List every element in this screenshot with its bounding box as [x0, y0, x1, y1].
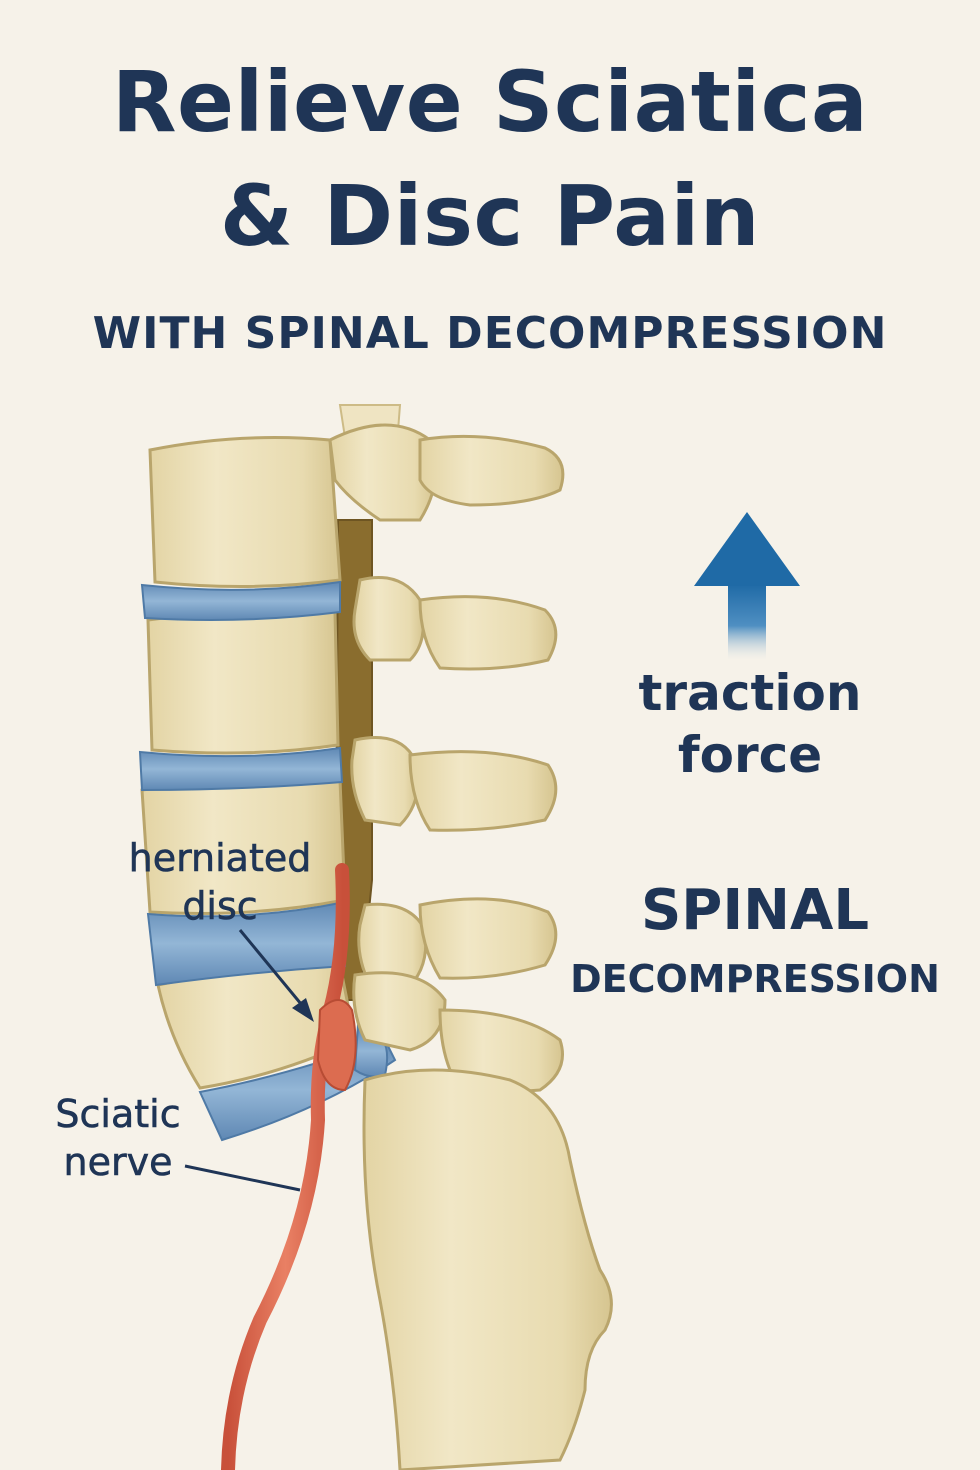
spinous-process-1 [418, 434, 565, 507]
sacrum [362, 1068, 613, 1470]
spinous-process-3 [408, 750, 558, 832]
disc-l1-l2 [140, 580, 341, 621]
facet-2 [352, 576, 425, 662]
herniated-pointer-arrowhead [292, 998, 314, 1022]
sciatic-pointer-line [184, 1164, 301, 1192]
posterior-elements [328, 423, 565, 1093]
decompression-label: DECOMPRESSION [570, 957, 940, 1001]
herniated-disc-label: herniated disc [128, 836, 312, 929]
vertebra-l2 [146, 608, 340, 755]
traction-arrow-icon [694, 512, 800, 660]
page-title-line-1: Relieve Sciatica [111, 53, 869, 151]
label-pointers [184, 929, 314, 1192]
facet-4 [357, 902, 428, 992]
page-title-line-2: & Disc Pain [219, 167, 761, 265]
compressed-nerve-segment [316, 999, 357, 1092]
spinal-label: SPINAL [640, 878, 870, 943]
disc-l2-l3 [138, 746, 344, 792]
spinous-process-5 [438, 1008, 564, 1093]
spinous-process-2 [418, 595, 558, 671]
traction-force-label: traction force [638, 664, 862, 784]
page-subtitle: WITH SPINAL DECOMPRESSION [92, 308, 888, 359]
facet-5 [352, 971, 447, 1052]
sciatic-nerve-label: Sciatic nerve [55, 1092, 181, 1185]
spinous-process-4 [418, 897, 558, 980]
herniated-pointer-line [238, 929, 308, 1011]
facet-3 [350, 736, 420, 827]
sciatic-nerve [221, 863, 350, 1470]
vertebra-l1 [148, 436, 342, 589]
vertebral-bodies [140, 436, 357, 1090]
